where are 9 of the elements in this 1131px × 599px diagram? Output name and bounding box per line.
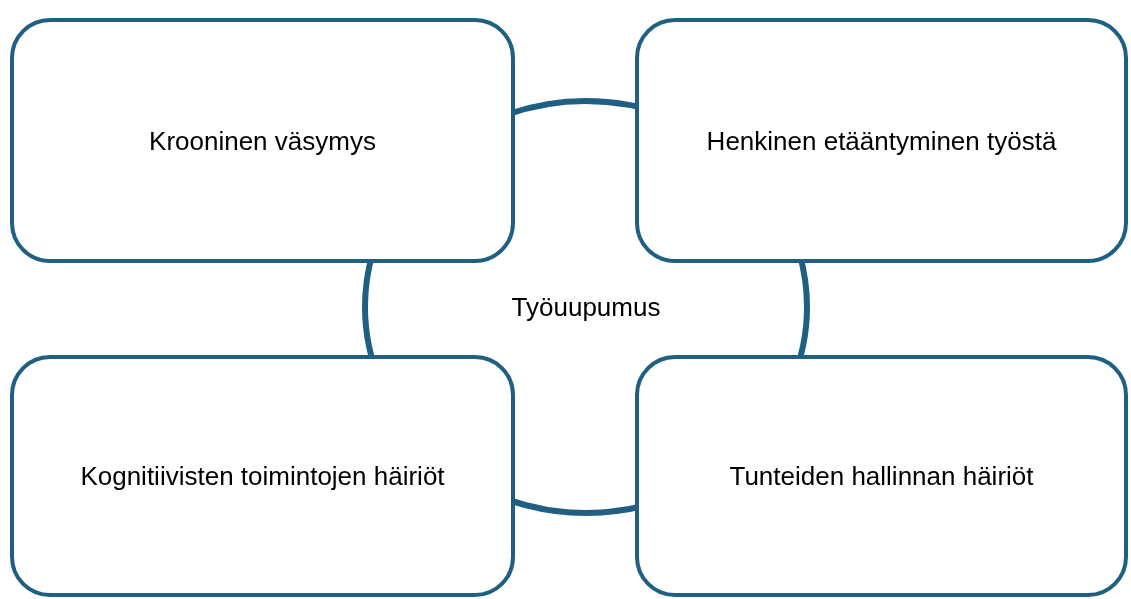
node-label: Työuupumus — [511, 291, 661, 324]
node-label: Krooninen väsymys — [149, 124, 376, 158]
rounded-box — [10, 18, 515, 263]
rounded-box — [635, 18, 1128, 263]
node-label: Kognitiivisten toimintojen häiriöt — [80, 460, 445, 493]
node-label: Tunteiden hallinnan häiriöt — [729, 460, 1034, 493]
node-label: Henkinen etääntyminen työstä — [706, 124, 1057, 158]
rounded-box — [10, 355, 515, 597]
rounded-box — [635, 355, 1128, 597]
